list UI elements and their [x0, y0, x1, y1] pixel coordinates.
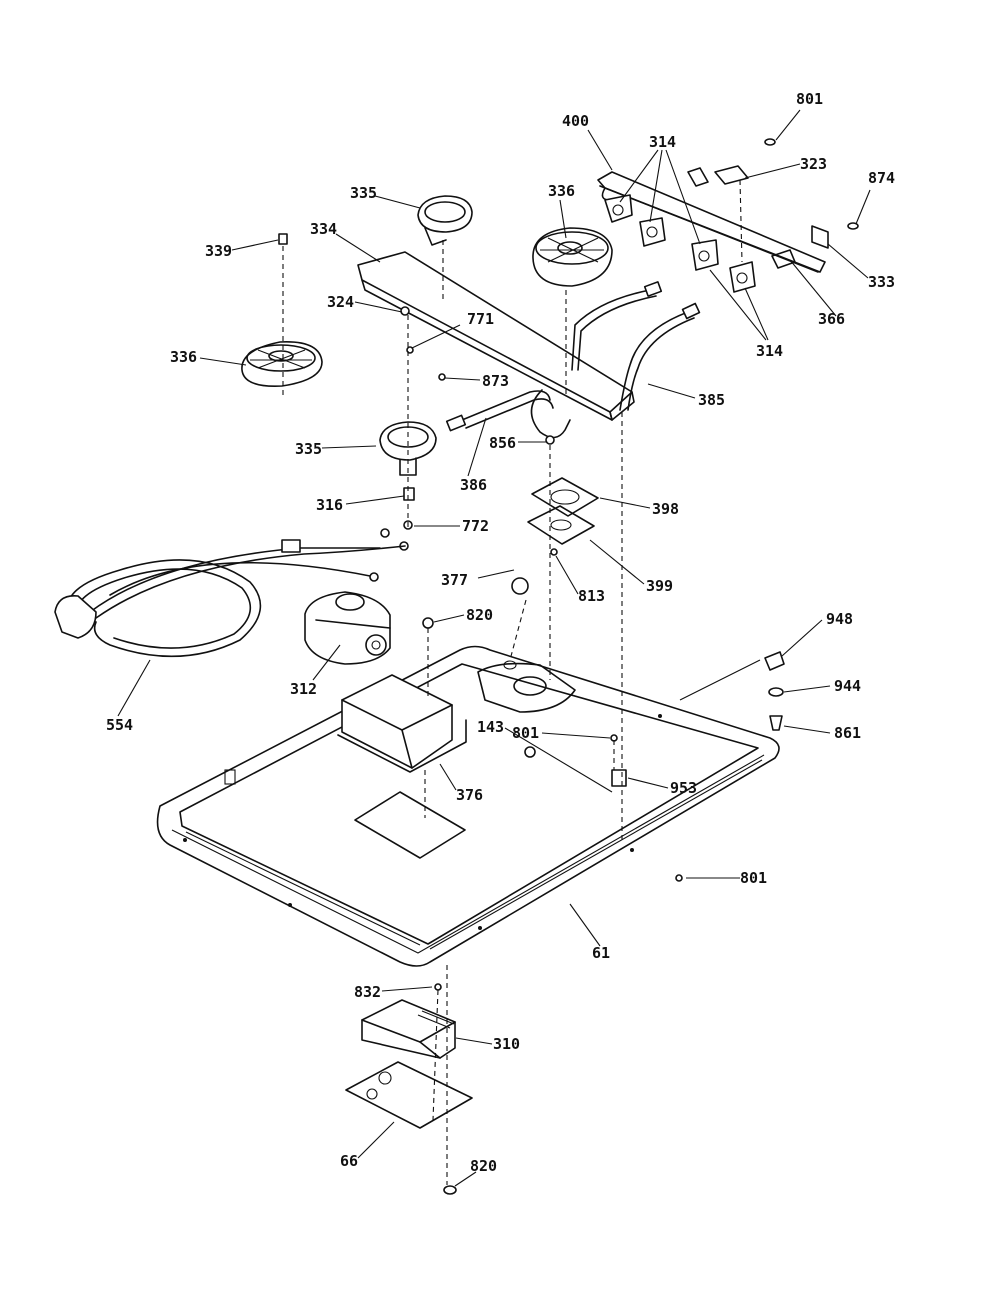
label-801-mid: 801 — [512, 724, 539, 742]
label-312: 312 — [290, 680, 317, 698]
label-323: 323 — [800, 155, 827, 173]
label-310: 310 — [493, 1035, 520, 1053]
label-944: 944 — [834, 677, 861, 695]
leader-lines — [117, 109, 871, 1187]
label-314-bottom: 314 — [756, 342, 783, 360]
label-874: 874 — [868, 169, 895, 187]
regulator-312 — [304, 591, 391, 665]
label-339: 339 — [205, 242, 232, 260]
label-386: 386 — [460, 476, 487, 494]
valve-2 — [639, 217, 666, 247]
label-832: 832 — [354, 983, 381, 1001]
burner-335-top — [417, 195, 473, 246]
label-399: 399 — [646, 577, 673, 595]
gas-line-386 — [461, 390, 551, 421]
label-314-top: 314 — [649, 133, 676, 151]
label-377: 377 — [441, 571, 468, 589]
bracket-upper — [687, 167, 709, 187]
label-366: 366 — [818, 310, 845, 328]
label-400: 400 — [562, 112, 589, 130]
label-813: 813 — [578, 587, 605, 605]
label-336-top: 336 — [548, 182, 575, 200]
label-820-top: 820 — [466, 606, 493, 624]
part-labels: 400 801 314 323 874 335 336 339 334 333 … — [106, 90, 895, 1175]
label-335-top: 335 — [350, 184, 377, 202]
label-873: 873 — [482, 372, 509, 390]
label-856: 856 — [489, 434, 516, 452]
valve-4 — [729, 261, 756, 293]
label-801-top: 801 — [796, 90, 823, 108]
label-336-left: 336 — [170, 348, 197, 366]
label-143: 143 — [477, 718, 504, 736]
label-376: 376 — [456, 786, 483, 804]
label-334: 334 — [310, 220, 337, 238]
label-324: 324 — [327, 293, 354, 311]
label-948: 948 — [826, 610, 853, 628]
terminal-block-310 — [361, 999, 456, 1059]
wire-harness-554 — [54, 528, 409, 658]
label-861: 861 — [834, 724, 861, 742]
module-box-376 — [337, 674, 467, 773]
label-772: 772 — [462, 517, 489, 535]
cover-plate-66 — [345, 1061, 473, 1129]
label-398: 398 — [652, 500, 679, 518]
bracket-333 — [811, 225, 829, 249]
label-66: 66 — [340, 1152, 358, 1170]
burner-336-left — [241, 341, 323, 387]
label-953: 953 — [670, 779, 697, 797]
gasket-398 — [531, 477, 599, 517]
label-801-bottom: 801 — [740, 869, 767, 887]
label-333: 333 — [868, 273, 895, 291]
assembly-lines — [282, 179, 743, 1185]
label-385: 385 — [698, 391, 725, 409]
label-820-bottom: 820 — [470, 1157, 497, 1175]
label-61: 61 — [592, 944, 610, 962]
cooktop-pan — [156, 645, 780, 967]
valve-1 — [604, 194, 633, 223]
valve-3 — [691, 239, 719, 271]
burner-336-right — [532, 227, 613, 287]
label-335-bottom: 335 — [295, 440, 322, 458]
label-554: 554 — [106, 716, 133, 734]
label-316: 316 — [316, 496, 343, 514]
gasket-399 — [527, 505, 595, 545]
label-771: 771 — [467, 310, 494, 328]
rating-plate — [354, 791, 466, 859]
clip-323 — [714, 165, 749, 185]
gas-line-385 — [571, 289, 651, 371]
burner-335-bottom — [379, 421, 437, 476]
